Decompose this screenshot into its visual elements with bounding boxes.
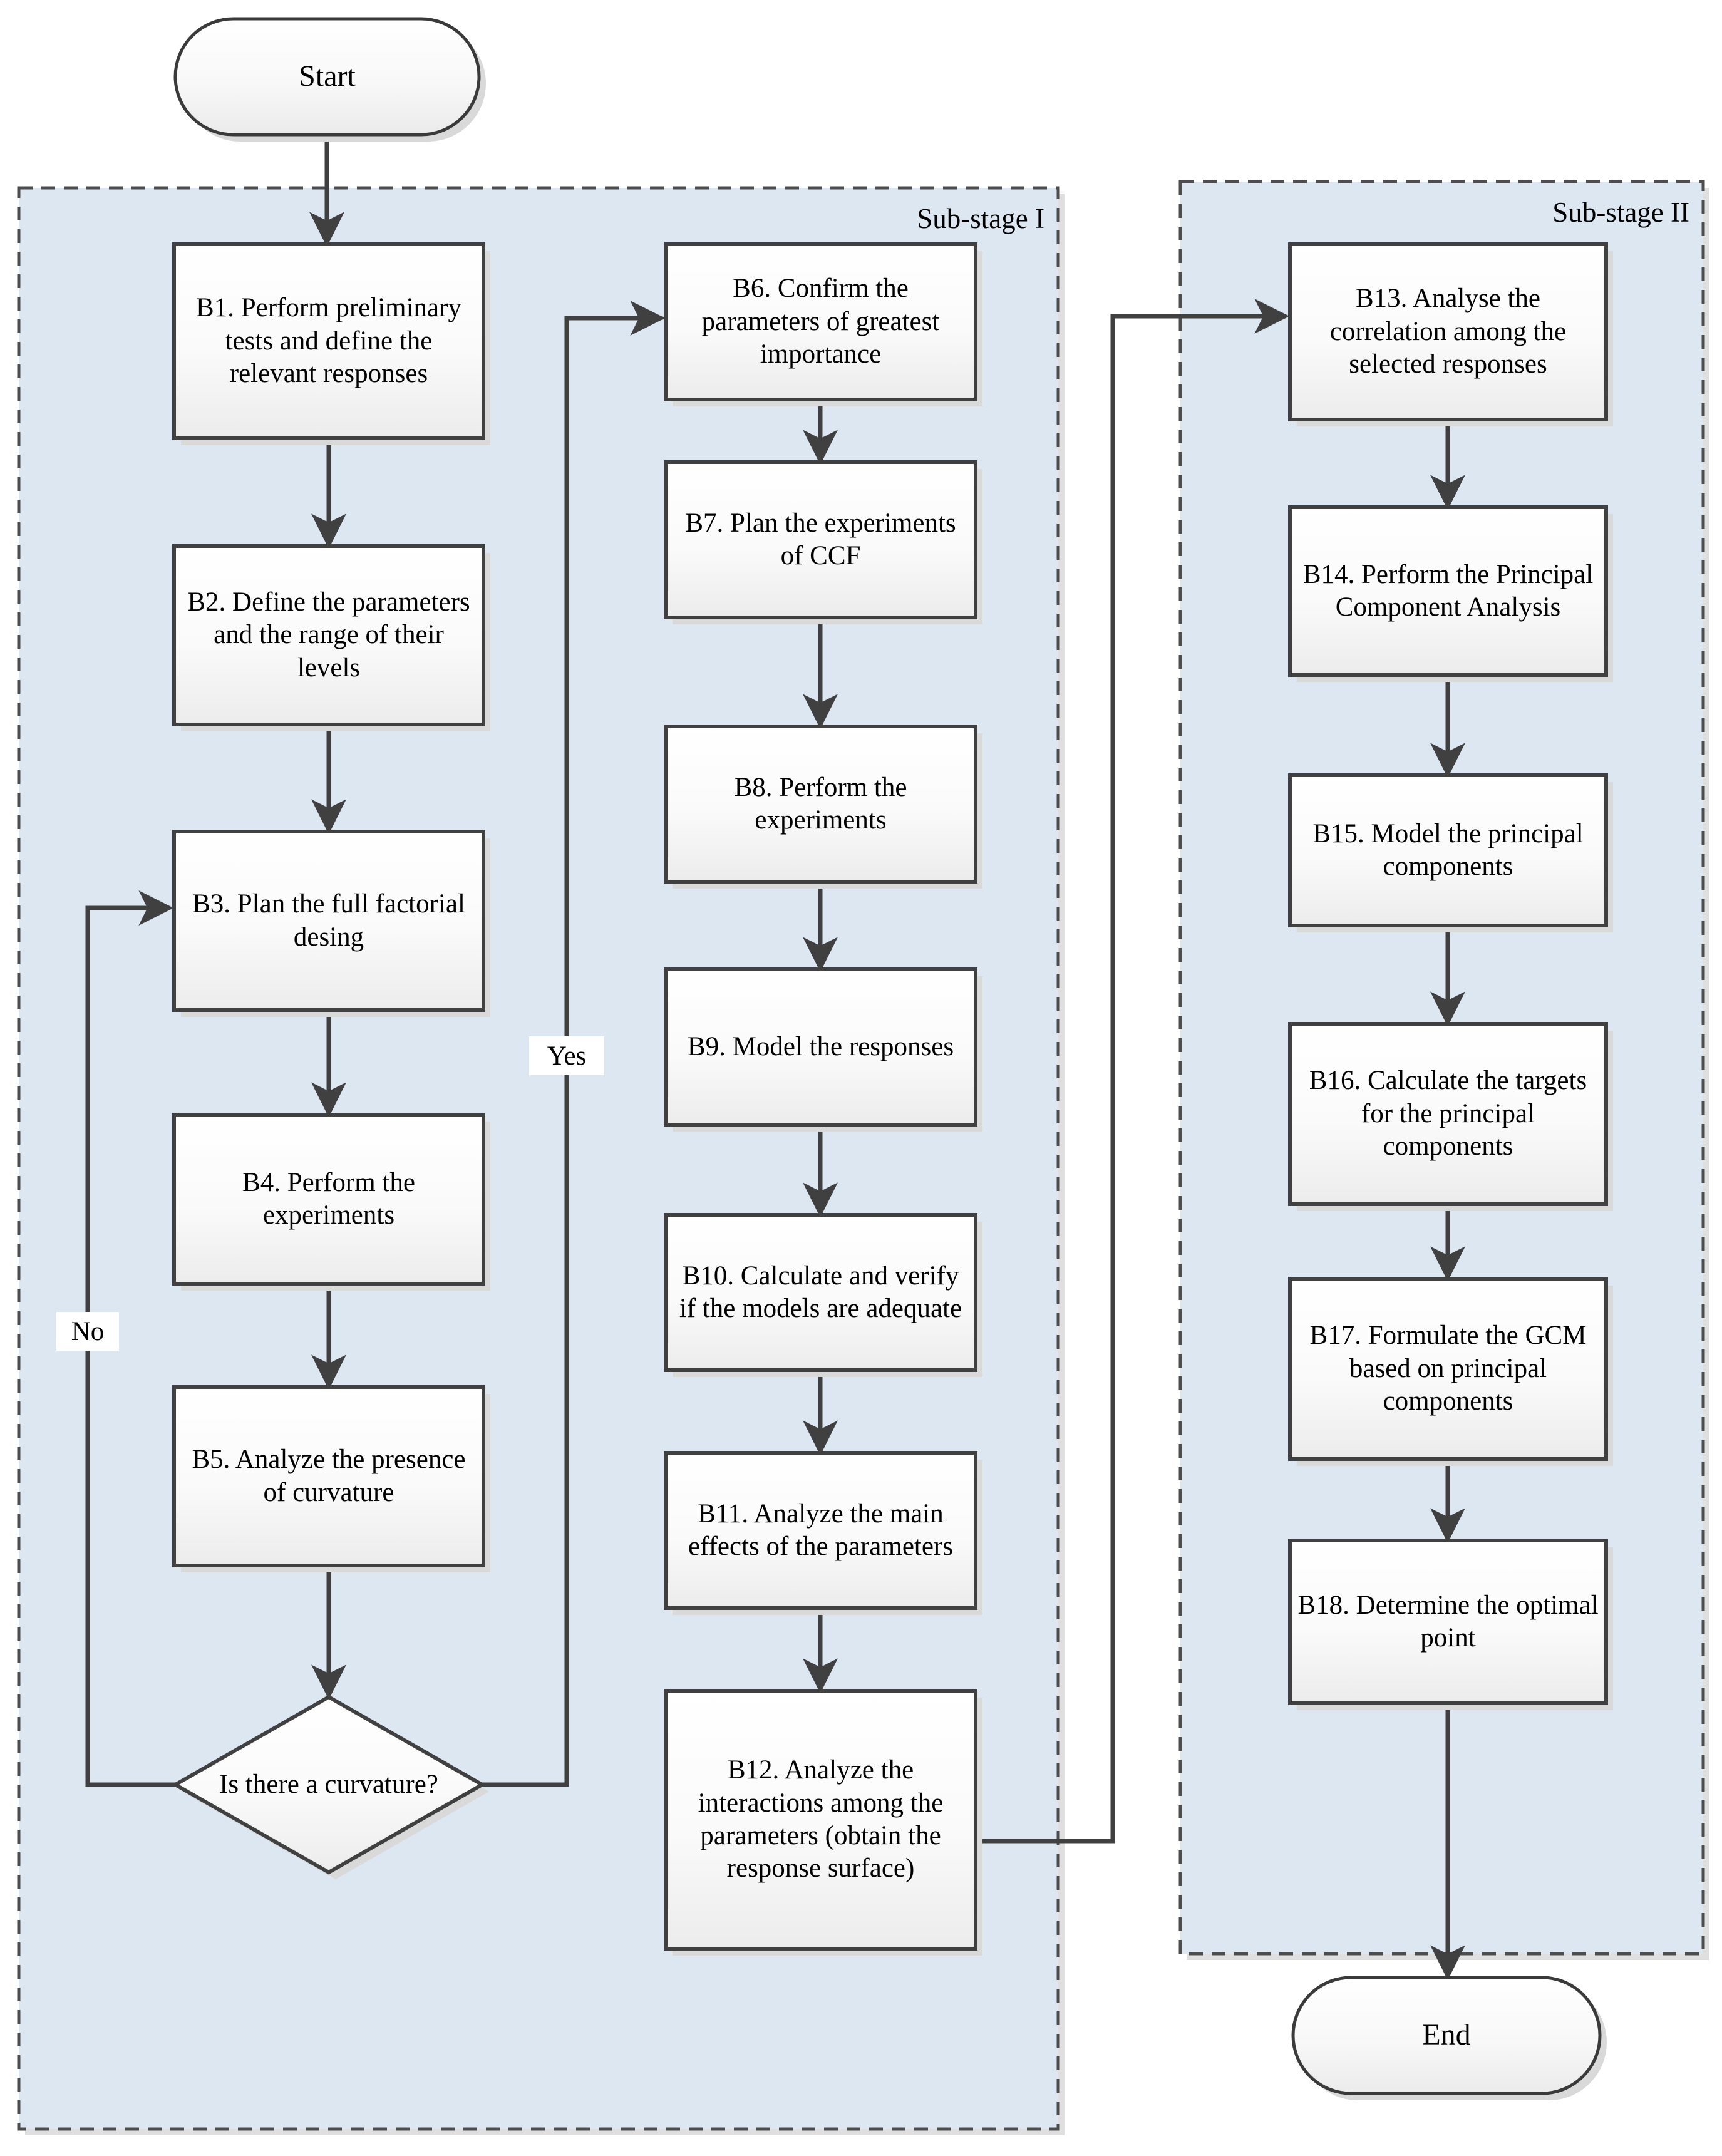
stage-label-sub-stage-1: Sub-stage I [917, 203, 1044, 234]
node-B16[interactable] [1288, 1022, 1608, 1206]
node-B5[interactable] [172, 1385, 485, 1567]
decision-d1[interactable] [171, 1694, 487, 1875]
node-B9[interactable] [664, 967, 977, 1127]
connector-B12-to-B13 [976, 299, 1290, 1844]
node-B6[interactable] [664, 242, 977, 401]
node-B8[interactable] [664, 725, 977, 884]
node-B10[interactable] [664, 1213, 977, 1372]
node-B15[interactable] [1288, 773, 1608, 927]
node-B4[interactable] [172, 1113, 485, 1286]
node-B17[interactable] [1288, 1277, 1608, 1461]
node-B18[interactable] [1288, 1539, 1608, 1705]
terminator-start[interactable] [173, 17, 481, 137]
node-B14[interactable] [1288, 505, 1608, 677]
node-B2[interactable] [172, 544, 485, 726]
edge-label-no: No [56, 1312, 119, 1351]
node-B11[interactable] [664, 1451, 977, 1610]
node-B1[interactable] [172, 242, 485, 440]
node-B13[interactable] [1288, 242, 1608, 421]
node-B7[interactable] [664, 460, 977, 619]
stage-label-sub-stage-2: Sub-stage II [1552, 197, 1689, 228]
node-B12[interactable] [664, 1689, 977, 1951]
edge-label-yes: Yes [529, 1036, 604, 1075]
nodes-layer [171, 17, 1613, 2100]
terminator-end[interactable] [1291, 1976, 1602, 2095]
node-B3[interactable] [172, 830, 485, 1012]
